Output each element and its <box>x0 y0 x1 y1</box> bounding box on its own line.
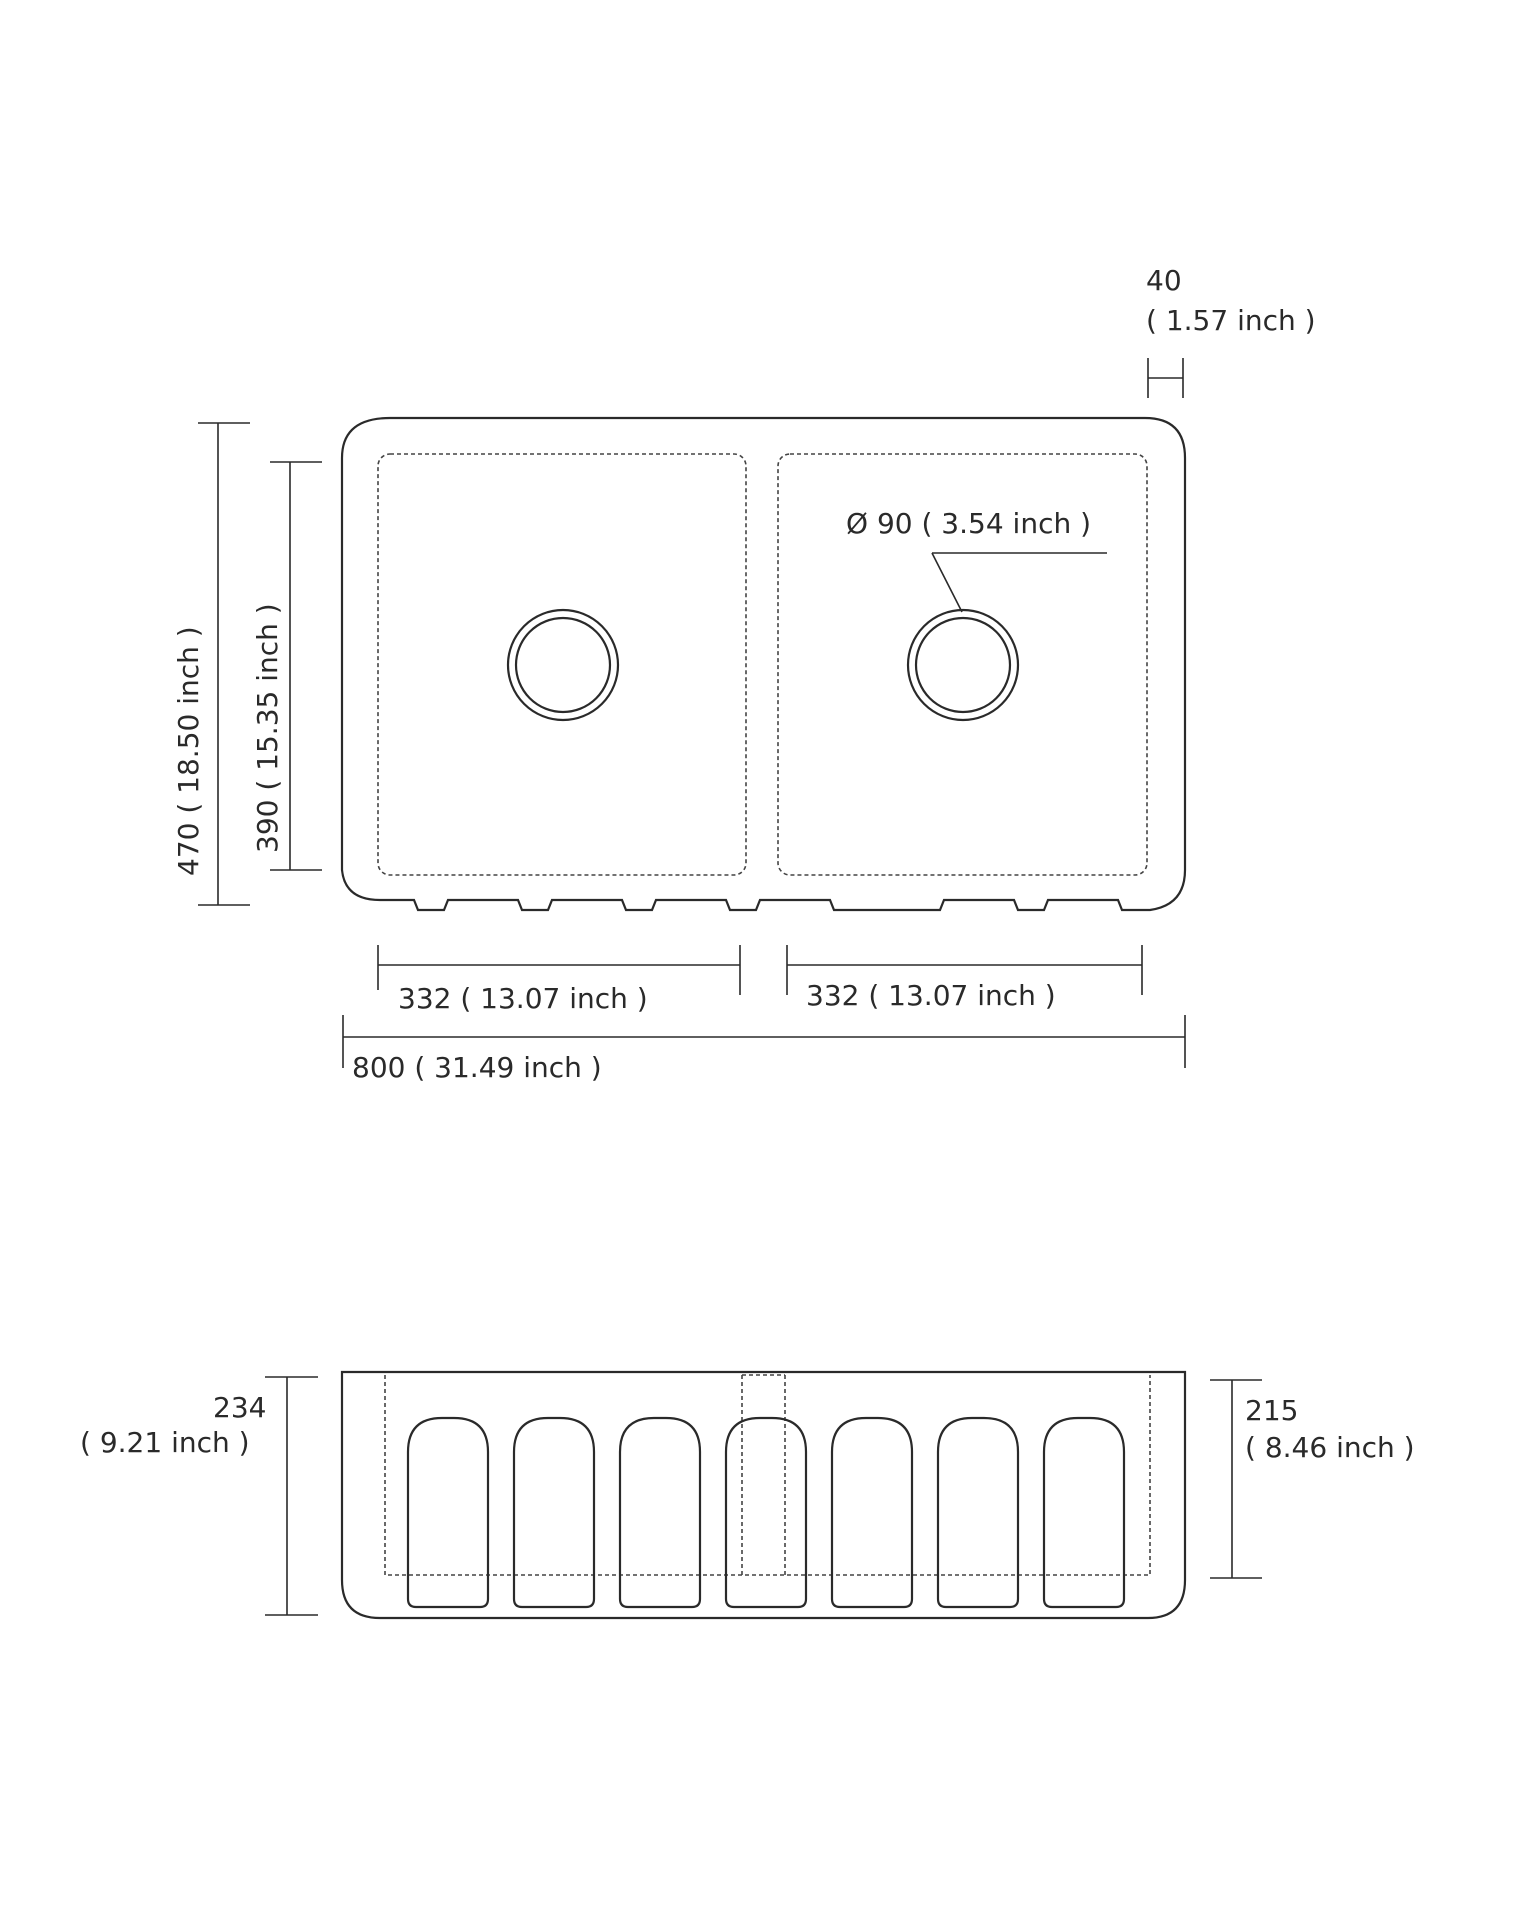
depth-inner-label: 390 ( 15.35 inch ) <box>251 603 284 853</box>
flutes <box>406 1416 1126 1609</box>
bowl-depth-dimension <box>1210 1379 1262 1579</box>
drain-label: Ø 90 ( 3.54 inch ) <box>846 507 1091 540</box>
bowl-depth-inch: ( 8.46 inch ) <box>1245 1431 1415 1464</box>
flute <box>724 1416 808 1609</box>
left-drain <box>506 608 620 722</box>
depth-outer-dimension <box>198 422 250 906</box>
depth-inner-dimension <box>270 461 322 871</box>
right-bowl-width-label: 332 ( 13.07 inch ) <box>806 979 1056 1012</box>
left-bowl <box>377 453 747 876</box>
right-bowl <box>777 453 1148 876</box>
overhang-value: 40 <box>1146 264 1182 297</box>
right-drain <box>906 608 1020 722</box>
depth-outer-label: 470 ( 18.50 inch ) <box>172 626 205 876</box>
flute <box>830 1416 914 1609</box>
front-view: 234 ( 9.21 inch ) 215 ( 8.46 inch ) <box>80 1370 1415 1620</box>
flute <box>406 1416 490 1609</box>
overhang-dimension <box>1147 358 1184 398</box>
overall-width-dimension <box>342 1015 1186 1068</box>
left-bowl-width-dimension <box>377 945 741 995</box>
flute <box>512 1416 596 1609</box>
sink-outline-top <box>340 416 1187 912</box>
overhang-inch: ( 1.57 inch ) <box>1146 304 1316 337</box>
drain-leader <box>931 552 1107 613</box>
bowl-depth-value: 215 <box>1245 1394 1298 1427</box>
right-bowl-width-dimension <box>786 945 1143 995</box>
overall-width-label: 800 ( 31.49 inch ) <box>352 1051 602 1084</box>
flute <box>618 1416 702 1609</box>
height-dimension <box>265 1376 318 1616</box>
apron-outline <box>340 1370 1187 1620</box>
flute <box>936 1416 1020 1609</box>
left-bowl-width-label: 332 ( 13.07 inch ) <box>398 982 648 1015</box>
flute <box>1042 1416 1126 1609</box>
height-inch: ( 9.21 inch ) <box>80 1426 250 1459</box>
top-view: Ø 90 ( 3.54 inch ) 40 ( 1.57 inch ) 470 … <box>172 264 1316 1084</box>
height-value: 234 <box>213 1391 266 1424</box>
front-bowls-hidden <box>384 1374 1151 1576</box>
